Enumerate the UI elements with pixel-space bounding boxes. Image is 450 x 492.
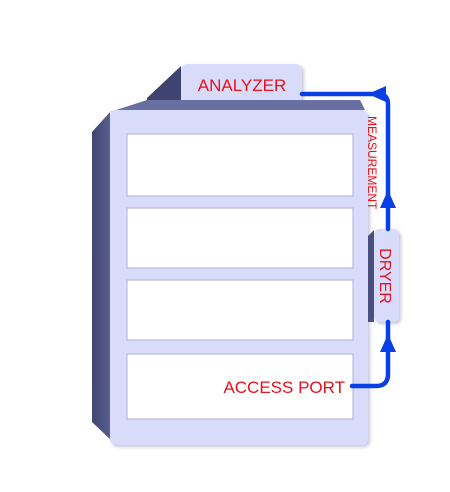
drawer-2 xyxy=(126,207,354,269)
sample-pipes xyxy=(299,86,396,389)
flow-arrow-up-lower xyxy=(380,334,396,352)
dryer-label: DRYER xyxy=(376,248,393,304)
dryer-box xyxy=(374,229,399,322)
cabinet: ACCESS PORT xyxy=(92,100,368,445)
analyzer-box xyxy=(181,64,302,105)
cabinet-top-edge xyxy=(110,100,365,112)
flow-arrow-up-upper xyxy=(380,190,396,208)
access-port-label: ACCESS PORT xyxy=(223,378,345,397)
drawer-3 xyxy=(126,279,354,341)
measurement-label: MEASUREMENT xyxy=(365,116,379,210)
cabinet-side xyxy=(92,112,113,442)
flow-arrow-left xyxy=(368,86,386,102)
analyzer-top-shade xyxy=(147,66,181,106)
analyzer-unit: ANALYZER xyxy=(147,64,302,106)
drawer-4 xyxy=(126,353,354,420)
dryer-side xyxy=(368,230,374,322)
drawer-1 xyxy=(126,133,354,197)
dryer-unit: DRYER xyxy=(368,229,399,322)
pipe-access-to-dryer xyxy=(349,319,391,389)
analyzer-label: ANALYZER xyxy=(198,76,287,95)
